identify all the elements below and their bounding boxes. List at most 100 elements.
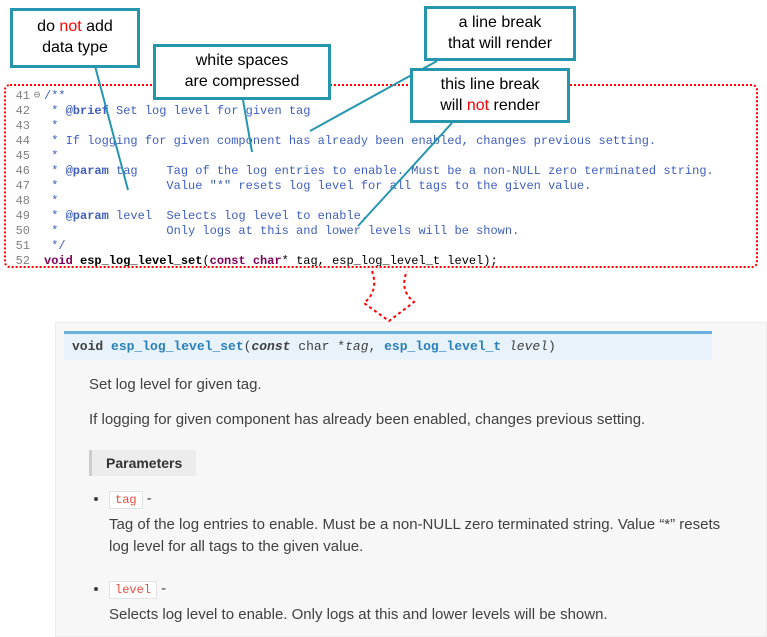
doc-brief: Set log level for given tag. bbox=[89, 376, 262, 393]
signature-text: level bbox=[508, 339, 548, 354]
line-number: 52 bbox=[15, 254, 30, 268]
code-line: 51 */ bbox=[6, 239, 756, 254]
code-segment-code: ( bbox=[202, 254, 210, 268]
code-segment-code bbox=[246, 254, 253, 266]
callout-text: do not add bbox=[37, 17, 113, 38]
callout-text: white spaces bbox=[195, 52, 289, 70]
code-segment-cmt: * Only logs at this and lower levels wil… bbox=[44, 224, 520, 238]
code-segment-cmt: */ bbox=[44, 239, 66, 253]
code-segment-kw: char bbox=[252, 254, 282, 268]
parameter-dash: - bbox=[142, 490, 152, 507]
callout-break-norender: this line break will not render bbox=[410, 68, 570, 123]
code-text: * @param level Selects log level to enab… bbox=[44, 209, 368, 224]
fold-gutter bbox=[30, 134, 44, 149]
function-signature: void esp_log_level_set(const char *tag, … bbox=[64, 331, 712, 360]
signature-text: const bbox=[251, 339, 291, 354]
code-segment-cmt: * bbox=[44, 119, 59, 133]
code-segment-cmt: * bbox=[44, 164, 66, 178]
code-text: * bbox=[44, 149, 58, 164]
code-editor[interactable]: 41⊖/**42 * @brief Set log level for give… bbox=[4, 84, 758, 268]
line-number: 44 bbox=[15, 134, 30, 148]
type-link[interactable]: esp_log_level_t bbox=[384, 339, 502, 354]
line-number: 48 bbox=[15, 194, 30, 208]
parameters-heading: Parameters bbox=[89, 450, 197, 476]
code-line: 46 * @param tag Tag of the log entries t… bbox=[6, 164, 756, 179]
line-number: 47 bbox=[15, 179, 30, 193]
fold-gutter bbox=[30, 179, 44, 194]
code-text: void esp_log_level_set(const char* tag, … bbox=[44, 254, 498, 268]
code-text: /** bbox=[44, 89, 66, 104]
code-text: * Only logs at this and lower levels wil… bbox=[44, 224, 519, 239]
arrow-down-icon bbox=[362, 270, 416, 323]
signature-text: void bbox=[72, 339, 112, 354]
signature-text: * bbox=[329, 339, 346, 354]
code-line: 50 * Only logs at this and lower levels … bbox=[6, 224, 756, 239]
code-segment-tag: @param bbox=[65, 164, 109, 178]
fold-marker-icon[interactable]: ⊖ bbox=[33, 90, 41, 102]
code-segment-tag: @param bbox=[65, 209, 109, 223]
fold-gutter bbox=[30, 209, 44, 224]
code-segment-cmt: tag Tag of the log entries to enable. Mu… bbox=[108, 164, 714, 178]
signature-text bbox=[501, 339, 509, 354]
code-text: * bbox=[44, 119, 58, 134]
signature-text: , bbox=[368, 339, 385, 354]
callout-text: are compressed bbox=[184, 73, 300, 90]
callout-text: will bbox=[440, 96, 467, 114]
callout-text-red: not bbox=[466, 96, 490, 114]
parameter-dash: - bbox=[157, 579, 167, 597]
code-segment-cmt: * bbox=[44, 149, 59, 163]
line-number: 51 bbox=[15, 239, 30, 253]
code-line: 45 * bbox=[6, 149, 756, 164]
code-segment-tag: @brief bbox=[65, 104, 109, 118]
code-line: 47 * Value "*" resets log level for all … bbox=[6, 179, 756, 194]
fold-gutter bbox=[30, 224, 44, 239]
code-line: 42 * @brief Set log level for given tag bbox=[6, 104, 756, 119]
code-segment-kw: void bbox=[44, 254, 73, 268]
function-name-link[interactable]: esp_log_level_set bbox=[111, 339, 244, 354]
callout-text: do bbox=[37, 18, 60, 36]
callout-text: render bbox=[489, 96, 540, 114]
code-segment-cmt: * bbox=[44, 209, 66, 223]
callout-text-red: not bbox=[59, 18, 82, 36]
code-line: 44 * If logging for given component has … bbox=[6, 134, 756, 149]
line-number: 49 bbox=[15, 209, 30, 223]
code-text: * Value "*" resets log level for all tag… bbox=[44, 179, 591, 194]
code-line: 48 * bbox=[6, 194, 756, 209]
code-text: * If logging for given component has alr… bbox=[44, 134, 656, 149]
line-number: 41 bbox=[15, 89, 30, 103]
code-segment-kw: const bbox=[209, 254, 246, 268]
code-line: 49 * @param level Selects log level to e… bbox=[6, 209, 756, 224]
code-lines: 41⊖/**42 * @brief Set log level for give… bbox=[6, 89, 756, 268]
code-text: * @param tag Tag of the log entries to e… bbox=[44, 164, 714, 179]
code-text: * bbox=[44, 194, 58, 209]
fold-gutter bbox=[30, 164, 44, 179]
line-number: 42 bbox=[15, 104, 30, 118]
code-segment-cmt: * If logging for given component has alr… bbox=[44, 134, 657, 148]
fold-gutter bbox=[30, 194, 44, 209]
fold-gutter bbox=[30, 149, 44, 164]
line-number: 43 bbox=[15, 119, 30, 133]
parameter-name-literal: level bbox=[109, 580, 158, 599]
code-segment-cmt: * bbox=[44, 104, 66, 118]
callout-text: a line break bbox=[458, 13, 542, 31]
code-line: 43 * bbox=[6, 119, 756, 134]
parameter-name-literal: tag bbox=[109, 491, 143, 509]
signature-text: char bbox=[298, 339, 330, 354]
callout-text: this line break bbox=[440, 75, 540, 93]
code-line: 52 void esp_log_level_set(const char* tag… bbox=[6, 254, 756, 268]
rendered-docs-panel: void esp_log_level_set(const char *tag, … bbox=[55, 322, 767, 637]
callout-no-datatype: do not add data type bbox=[10, 8, 140, 68]
line-number: 50 bbox=[15, 224, 30, 238]
line-number: 45 bbox=[15, 149, 30, 163]
code-segment-cmt: level Selects log level to enable. bbox=[108, 209, 369, 223]
code-segment-code: * tag, esp_log_level_t level); bbox=[281, 254, 498, 268]
parameter-item: level -Selects log level to enable. Only… bbox=[109, 580, 766, 626]
code-segment-cmt: Set log level for given tag bbox=[108, 104, 311, 118]
callout-text: add bbox=[81, 18, 113, 36]
code-line: 41⊖/** bbox=[6, 89, 756, 104]
callout-text: will not render bbox=[440, 96, 540, 117]
line-number: 46 bbox=[15, 164, 30, 178]
fold-gutter bbox=[30, 254, 44, 266]
signature-text: tag bbox=[345, 339, 369, 354]
code-text: * @brief Set log level for given tag bbox=[44, 104, 310, 119]
